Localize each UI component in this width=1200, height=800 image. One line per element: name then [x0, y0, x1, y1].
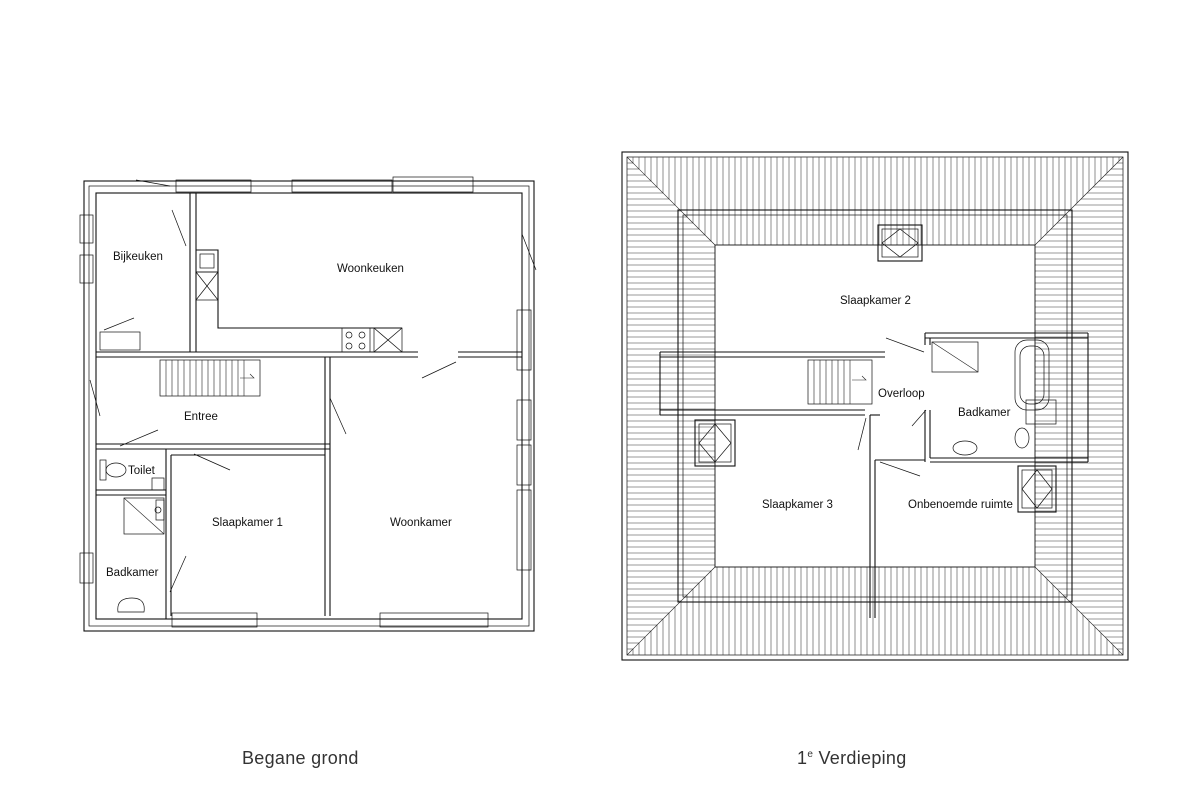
first-bath-fixtures	[931, 339, 1050, 456]
room-overloop: Overloop	[878, 388, 925, 400]
roof-hatching	[627, 157, 1123, 655]
room-slaapkamer-2: Slaapkamer 2	[840, 295, 911, 307]
first-interior-walls	[659, 332, 1089, 618]
kitchen-counter	[195, 249, 403, 353]
room-onbenoemde-ruimte: Onbenoemde ruimte	[908, 499, 1013, 511]
room-badkamer-ground: Badkamer	[106, 567, 159, 579]
caption-first-floor-number: 1	[797, 748, 808, 768]
ground-bath-fixtures	[117, 497, 165, 613]
ground-stairs	[159, 359, 261, 397]
room-bijkeuken: Bijkeuken	[113, 251, 163, 263]
room-toilet: Toilet	[128, 465, 156, 477]
room-badkamer-first: Badkamer	[958, 407, 1011, 419]
caption-first-floor-sup: e	[807, 749, 814, 760]
utility-counter	[99, 331, 141, 351]
ground-toilet-fixtures	[99, 459, 165, 491]
roof-hips	[626, 156, 1124, 656]
skylights	[694, 224, 1057, 513]
ground-floor-plan	[79, 176, 537, 632]
caption-first-floor-rest: Verdieping	[813, 748, 907, 768]
room-slaapkamer-1: Slaapkamer 1	[212, 517, 283, 529]
ground-windows	[79, 176, 532, 628]
first-stairs	[807, 359, 873, 405]
first-floor-plan	[621, 151, 1129, 661]
room-entree: Entree	[184, 411, 218, 423]
room-woonkeuken: Woonkeuken	[337, 263, 404, 275]
ground-doors	[89, 179, 537, 593]
room-slaapkamer-3: Slaapkamer 3	[762, 499, 833, 511]
room-woonkamer: Woonkamer	[390, 517, 452, 529]
first-doors	[857, 337, 927, 477]
caption-first-floor: 1e Verdieping	[797, 748, 907, 769]
caption-ground-floor: Begane grond	[242, 748, 359, 768]
